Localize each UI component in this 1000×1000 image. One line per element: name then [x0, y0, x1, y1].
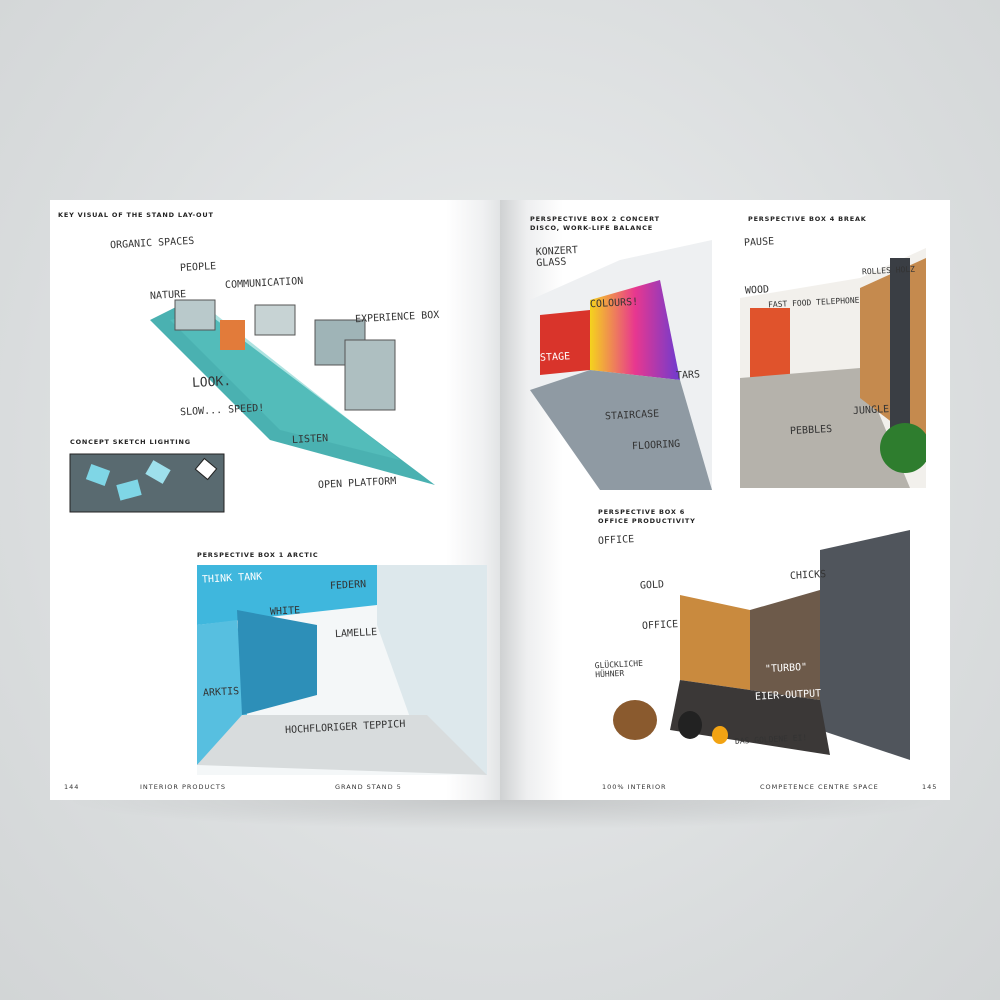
note: OFFICE	[597, 534, 635, 547]
note: ARKTIS	[202, 686, 240, 699]
note: "TURBO"	[764, 661, 808, 676]
page-number-left: 144	[64, 783, 80, 791]
box6-office-sketch	[613, 530, 910, 760]
caption-lighting: CONCEPT SKETCH LIGHTING	[70, 438, 191, 446]
note: JUNGLE	[852, 404, 890, 417]
caption-box4: PERSPECTIVE BOX 4 BREAK	[748, 215, 867, 223]
lighting-sketch	[69, 453, 225, 513]
box4-break-sketch	[740, 248, 926, 488]
note: GOLD	[639, 579, 665, 592]
note: LOOK.	[191, 373, 232, 392]
note: LAMELLE	[334, 626, 378, 641]
footer-right: GRAND STAND 5	[335, 783, 402, 791]
note: NATURE	[149, 289, 187, 302]
note: KONZERT GLASS	[535, 244, 579, 270]
note: GLÜCKLICHE HÜHNER	[594, 658, 644, 680]
note: PAUSE	[743, 236, 775, 249]
note: WHITE	[269, 605, 301, 618]
footer-center: COMPETENCE CENTRE SPACE	[760, 783, 879, 791]
footer-left: 100% INTERIOR	[602, 783, 667, 791]
box1-arctic-sketch	[197, 565, 487, 775]
book-shadow	[60, 800, 950, 830]
note: PEOPLE	[179, 261, 217, 274]
note: PEBBLES	[789, 423, 833, 438]
note: FEDERN	[329, 579, 367, 592]
note: TARS	[675, 369, 701, 382]
page-number-right: 145	[922, 783, 938, 791]
caption-box1: PERSPECTIVE BOX 1 ARCTIC	[197, 551, 319, 559]
note: OFFICE	[641, 619, 679, 632]
note: LISTEN	[291, 433, 329, 446]
footer-left: INTERIOR PRODUCTS	[140, 783, 226, 791]
caption-box2: PERSPECTIVE BOX 2 CONCERT DISCO, WORK-LI…	[530, 215, 660, 232]
key-visual-sketch	[150, 299, 435, 485]
note: STAGE	[539, 351, 571, 364]
note: CHICKS	[789, 569, 827, 582]
box2-concert-sketch	[530, 240, 712, 490]
caption-key-visual: KEY VISUAL OF THE STAND LAY-OUT	[58, 211, 214, 219]
note: WOOD	[744, 284, 770, 297]
caption-box6: PERSPECTIVE BOX 6 OFFICE PRODUCTIVITY	[598, 508, 696, 525]
